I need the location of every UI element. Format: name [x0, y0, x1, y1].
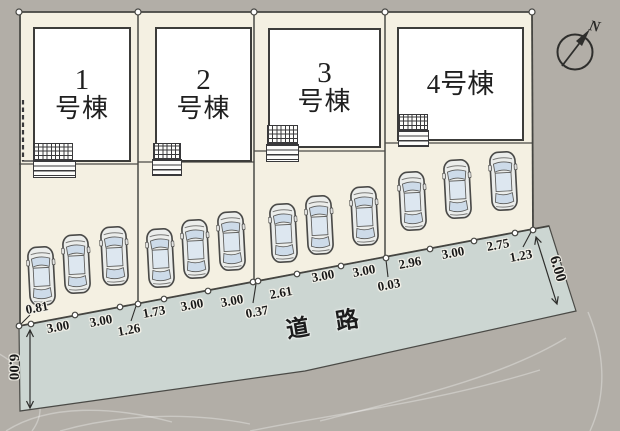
car: [267, 201, 299, 264]
car-icon: [397, 170, 427, 232]
building-2-number: 2: [196, 63, 211, 96]
car: [303, 193, 335, 256]
car-icon: [488, 150, 518, 212]
building-2-suffix: 号棟: [176, 93, 231, 123]
car-icon: [442, 158, 472, 220]
car: [25, 244, 57, 307]
building-1-porch-steps: [33, 160, 76, 178]
building-3-suffix: 号棟: [297, 87, 352, 117]
compass-icon: [556, 29, 594, 71]
depth-dimension-arrows: [25, 235, 559, 410]
building-1-suffix: 号棟: [54, 93, 109, 123]
car-icon: [216, 210, 246, 272]
fence-dashed-line: [21, 100, 33, 162]
car-icon: [145, 227, 175, 289]
car: [179, 217, 211, 280]
car: [396, 169, 428, 232]
building-2-porch-steps: [152, 159, 182, 176]
building-4-porch-steps: [398, 130, 429, 147]
building-3-number: 3: [317, 57, 332, 90]
building-1: 1 号棟: [33, 27, 131, 162]
building-1-porch-grid: [33, 143, 73, 161]
building-2: 2 号棟: [155, 27, 252, 162]
car-icon: [180, 218, 210, 280]
building-4-porch-grid: [398, 114, 428, 131]
building-3-porch-grid: [267, 125, 298, 144]
car: [215, 209, 247, 272]
car-icon: [304, 194, 334, 256]
car: [60, 232, 92, 295]
car: [441, 157, 473, 220]
car-icon: [26, 245, 56, 307]
car: [98, 224, 130, 287]
building-3-porch-steps: [266, 144, 299, 162]
boundary-points: [15, 8, 537, 330]
car-icon: [99, 225, 129, 287]
left-depth-dimension: 6.00: [5, 353, 22, 381]
boundary-lines: [18, 11, 550, 327]
car-icon: [349, 185, 379, 247]
building-1-number: 1: [74, 63, 90, 96]
dimension-leader-lines: [20, 231, 532, 325]
car-icon: [268, 202, 298, 264]
car-icon: [61, 233, 91, 295]
car: [348, 184, 380, 247]
building-4-number: 4号棟: [426, 68, 495, 99]
car: [144, 226, 176, 289]
lot-division-lines: [137, 12, 386, 304]
car: [487, 149, 519, 212]
ground-contour-lines: [0, 311, 603, 431]
building-2-porch-grid: [153, 143, 181, 160]
